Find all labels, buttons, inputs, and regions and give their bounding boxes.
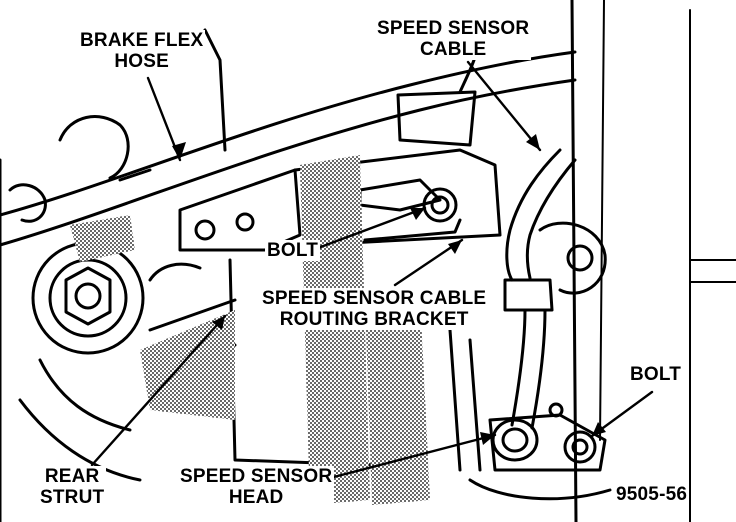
cable-clip bbox=[396, 90, 477, 147]
rear-strut-label: REAR STRUT bbox=[38, 466, 107, 508]
speed-sensor-cable-line-1: SPEED SENSOR bbox=[377, 18, 530, 39]
left-fitting bbox=[8, 183, 47, 223]
bracket-lip bbox=[363, 218, 462, 242]
sensor-head-flange bbox=[488, 413, 607, 472]
figure-number: 9505-56 bbox=[614, 484, 690, 505]
strut-lower-arcs bbox=[18, 358, 142, 482]
speed-sensor-head-label: SPEED SENSOR HEAD bbox=[178, 466, 335, 508]
strut-curve bbox=[148, 262, 202, 282]
bracket-hole-1 bbox=[194, 219, 216, 241]
brake-flex-hose-label: BRAKE FLEX HOSE bbox=[78, 30, 206, 72]
bolt-right-label: BOLT bbox=[628, 364, 684, 385]
right-frame-line-2 bbox=[599, 0, 605, 441]
cable-lower bbox=[510, 308, 547, 430]
leader-sensor-head bbox=[328, 433, 497, 480]
leader-speed-cable bbox=[466, 60, 542, 152]
right-fitting bbox=[538, 221, 607, 295]
cable-upper-left-edge bbox=[505, 148, 562, 282]
bracket-hole-2 bbox=[235, 212, 255, 232]
shade-left bbox=[70, 215, 135, 262]
speed-sensor-cable-label: SPEED SENSOR CABLE bbox=[375, 18, 532, 60]
upper-bolt-center bbox=[430, 195, 450, 215]
housing-curve bbox=[468, 478, 612, 501]
bolt-upper-label: BOLT bbox=[265, 240, 321, 261]
speed-sensor-head-line-2: HEAD bbox=[228, 487, 284, 508]
bracket-plate bbox=[293, 148, 502, 247]
speed-sensor-cable-line-2: CABLE bbox=[419, 39, 487, 60]
brake-flex-hose-line-2: HOSE bbox=[114, 51, 170, 72]
right-bolt-head bbox=[563, 430, 597, 464]
right-frame-line bbox=[570, 0, 578, 522]
upper-bolt-head bbox=[422, 187, 458, 223]
right-bolt-center bbox=[571, 438, 589, 456]
arrowheads bbox=[172, 134, 606, 445]
speed-sensor-head-line-1: SPEED SENSOR bbox=[180, 466, 333, 487]
housing-edge bbox=[448, 328, 482, 472]
strut-outline-top bbox=[203, 28, 227, 152]
leader-rear-strut bbox=[90, 314, 227, 467]
upper-left-knob bbox=[58, 115, 130, 180]
small-stud bbox=[548, 402, 564, 418]
shade-strut bbox=[300, 155, 370, 505]
shade-strut-arm bbox=[140, 310, 235, 420]
cable-upper-right-edge bbox=[525, 158, 577, 280]
cable-grommet bbox=[503, 278, 554, 312]
right-fitting-hole bbox=[566, 244, 594, 272]
sensor-head-center bbox=[501, 427, 529, 453]
bracket-left-tab bbox=[178, 168, 302, 252]
routing-bracket-line-1: SPEED SENSOR CABLE bbox=[262, 288, 487, 309]
rear-strut-line-2: STRUT bbox=[40, 487, 105, 508]
shade-strut-2 bbox=[365, 295, 430, 505]
strut-nut bbox=[64, 266, 112, 326]
brake-flex-hose-line-1: BRAKE FLEX bbox=[80, 30, 204, 51]
brake-hose-upper-edge bbox=[0, 50, 577, 217]
rear-strut-line-1: REAR bbox=[44, 466, 100, 487]
strut-nut-center bbox=[74, 282, 102, 310]
routing-bracket-label: SPEED SENSOR CABLE ROUTING BRACKET bbox=[260, 288, 489, 330]
sensor-head-body bbox=[491, 418, 539, 462]
brake-hose-lower-edge bbox=[0, 78, 577, 247]
leader-bolt-upper bbox=[316, 206, 427, 250]
routing-bracket-line-2: ROUTING BRACKET bbox=[279, 309, 469, 330]
far-right-bracket bbox=[689, 259, 736, 283]
